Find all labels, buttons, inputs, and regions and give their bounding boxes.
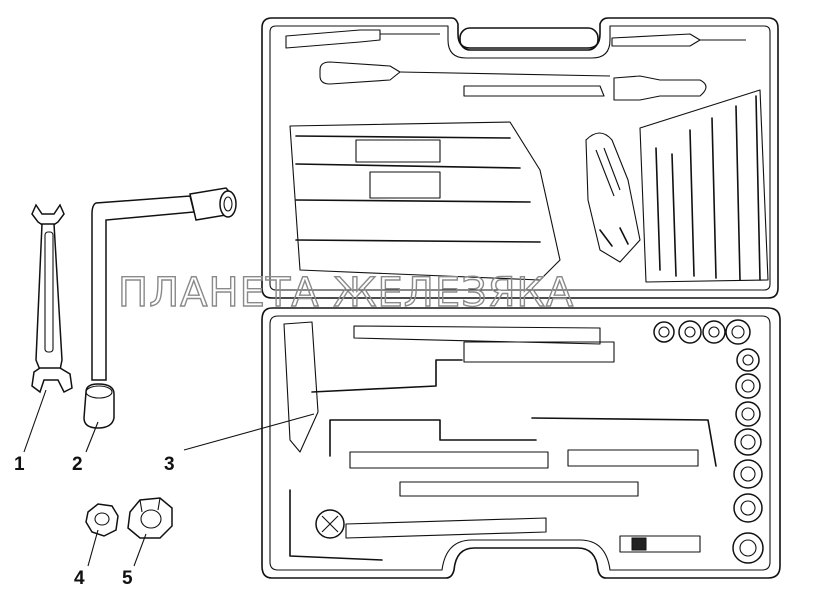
nut-small-icon <box>85 503 119 537</box>
open-end-wrench-icon <box>31 203 73 394</box>
tool-case-icon <box>261 17 781 579</box>
leader-lines <box>23 389 315 567</box>
l-socket-wrench-icon <box>83 187 237 429</box>
socket-row-icon <box>653 319 764 564</box>
callout-5: 5 <box>122 568 133 589</box>
nut-large-icon <box>127 497 173 539</box>
watermark-text: ПЛАНЕТА ЖЕЛЕЗЯКА <box>118 270 574 316</box>
callout-4: 4 <box>74 568 85 589</box>
callout-2: 2 <box>72 454 83 475</box>
callout-1: 1 <box>14 454 25 475</box>
callout-3: 3 <box>164 454 175 475</box>
